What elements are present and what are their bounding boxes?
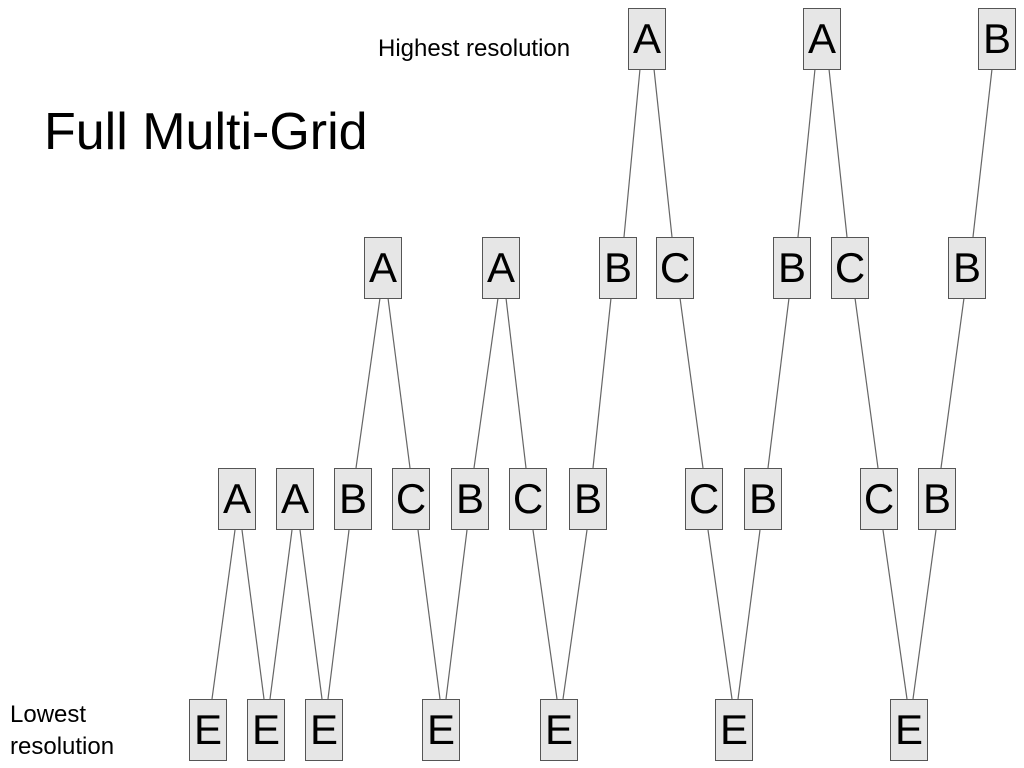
connector-line-4	[828, 68, 848, 238]
connector-line-11	[679, 297, 704, 469]
node-l1-1: A	[218, 468, 256, 530]
node-l2-2: A	[482, 237, 520, 299]
node-high-1: A	[628, 8, 666, 70]
node-low-3: E	[305, 699, 343, 761]
node-l2-7: B	[948, 237, 986, 299]
connector-line-20	[417, 529, 441, 700]
connector-line-14	[940, 297, 965, 469]
node-high-2: A	[803, 8, 841, 70]
connector-line-15	[211, 529, 236, 700]
node-l1-6: C	[509, 468, 547, 530]
connector-line-19	[327, 529, 350, 700]
connector-line-9	[505, 297, 527, 469]
connector-line-25	[737, 529, 761, 700]
connector-line-10	[592, 297, 612, 469]
connector-line-23	[562, 529, 588, 700]
highest-resolution-label: Highest resolution	[378, 35, 571, 62]
connector-line-26	[882, 529, 908, 700]
connector-line-5	[972, 68, 993, 238]
node-l1-4: C	[392, 468, 430, 530]
connector-line-27	[912, 529, 937, 700]
connector-line-3	[797, 68, 816, 238]
node-low-2: E	[247, 699, 285, 761]
node-l1-5: B	[451, 468, 489, 530]
connector-line-13	[854, 297, 879, 469]
connector-line-2	[653, 68, 673, 238]
connector-line-8	[473, 297, 499, 469]
node-low-5: E	[540, 699, 578, 761]
lowest-resolution-label: Lowest resolution	[10, 699, 114, 763]
node-l1-9: B	[744, 468, 782, 530]
connector-line-24	[707, 529, 733, 700]
node-l2-6: C	[831, 237, 869, 299]
node-low-4: E	[422, 699, 460, 761]
node-l2-4: C	[656, 237, 694, 299]
connector-line-1	[623, 68, 641, 238]
node-low-1: E	[189, 699, 227, 761]
node-high-3: B	[978, 8, 1016, 70]
node-l1-11: B	[918, 468, 956, 530]
connector-line-17	[269, 529, 293, 700]
connector-line-16	[241, 529, 265, 700]
connector-line-6	[355, 297, 381, 469]
node-l1-8: C	[685, 468, 723, 530]
node-l1-10: C	[860, 468, 898, 530]
connector-line-7	[387, 297, 411, 469]
node-l2-1: A	[364, 237, 402, 299]
node-l2-5: B	[773, 237, 811, 299]
lowest-label-line-2: resolution	[10, 733, 115, 760]
node-low-6: E	[715, 699, 753, 761]
connector-line-12	[767, 297, 790, 469]
node-low-7: E	[890, 699, 928, 761]
node-l2-3: B	[599, 237, 637, 299]
node-l1-3: B	[334, 468, 372, 530]
connector-line-22	[532, 529, 558, 700]
lowest-label-line-1: Lowest	[10, 701, 87, 728]
node-l1-7: B	[569, 468, 607, 530]
diagram-title: Full Multi-Grid	[44, 103, 368, 161]
connector-line-18	[299, 529, 323, 700]
node-l1-2: A	[276, 468, 314, 530]
connector-line-21	[445, 529, 468, 700]
